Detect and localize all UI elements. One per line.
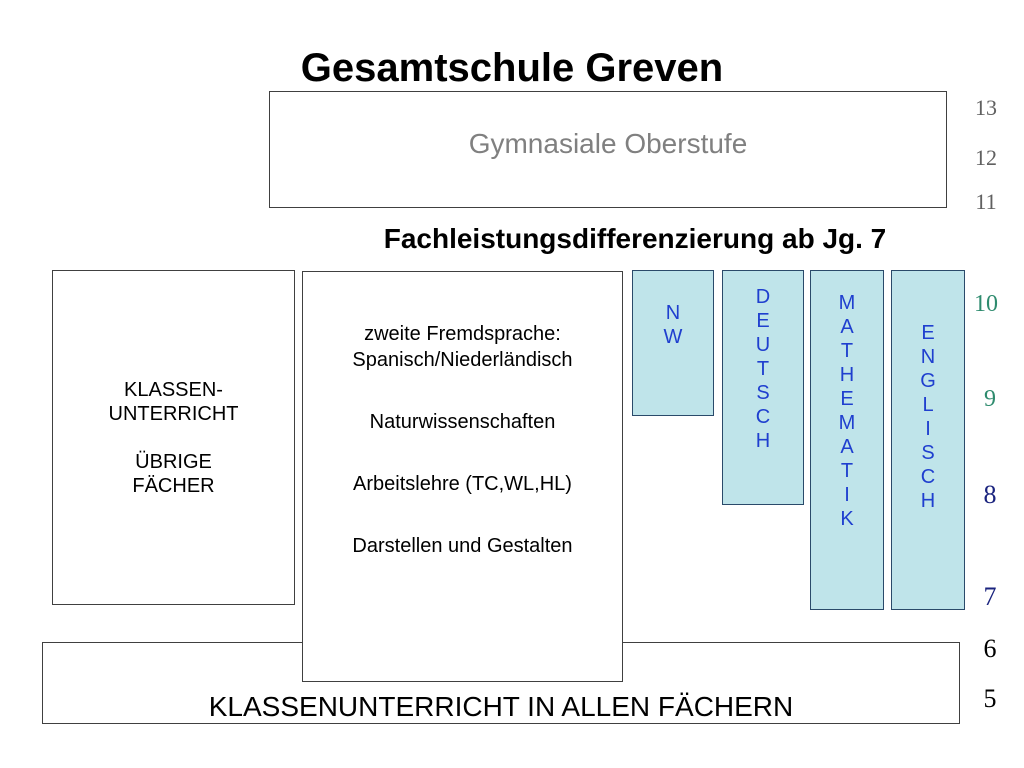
grade-8: 8 <box>983 480 997 509</box>
letter: H <box>920 490 936 512</box>
letter: I <box>844 484 850 506</box>
grade-7: 7 <box>983 582 997 611</box>
letter: L <box>922 394 934 416</box>
grade-9: 9 <box>984 386 996 412</box>
letter: E <box>921 322 935 344</box>
subject-deutsch: D E U T S C H <box>722 270 804 505</box>
wahl-item: Darstellen und Gestalten <box>352 535 573 557</box>
letter: U <box>755 334 771 356</box>
wahlpflicht-box: zweite Fremdsprache: Spanisch/Niederländ… <box>302 271 623 682</box>
letter: T <box>840 460 854 482</box>
subject-mathematik: M A T H E M A T I K <box>810 270 884 610</box>
grade-10: 10 <box>974 291 998 317</box>
klassenunterricht-box: KLASSEN- UNTERRICHT ÜBRIGE FÄCHER <box>52 270 295 605</box>
klassen-line-4: FÄCHER <box>132 474 215 497</box>
letter: H <box>839 364 855 386</box>
subject-englisch: E N G L I S C H <box>891 270 965 610</box>
letter: A <box>840 316 854 338</box>
letter: N <box>920 346 936 368</box>
grade-6: 6 <box>983 634 997 663</box>
letter: A <box>840 436 854 458</box>
letter: C <box>920 466 936 488</box>
grade-12: 12 <box>975 145 997 170</box>
page-title: Gesamtschule Greven <box>300 46 724 90</box>
oberstufe-box: Gymnasiale Oberstufe <box>269 91 947 208</box>
wahl-item: zweite Fremdsprache: <box>364 323 561 345</box>
grade-13: 13 <box>975 95 997 120</box>
letter: D <box>755 286 771 308</box>
letter: T <box>756 358 770 380</box>
wahl-fremdsprache: zweite Fremdsprache: Spanisch/Niederländ… <box>352 321 572 373</box>
grade-11: 11 <box>975 189 997 214</box>
letter: S <box>756 382 770 404</box>
grade-5: 5 <box>983 684 997 713</box>
oberstufe-label: Gymnasiale Oberstufe <box>468 127 748 159</box>
subject-nw: N W <box>632 270 714 416</box>
klassen-line-1: KLASSEN- <box>124 378 223 401</box>
letter: M <box>838 412 856 434</box>
letter: T <box>840 340 854 362</box>
letter: E <box>840 388 854 410</box>
letter: G <box>920 370 936 392</box>
letter: N <box>665 302 681 324</box>
letter: C <box>755 406 771 428</box>
letter: K <box>840 508 854 530</box>
letter: S <box>921 442 935 464</box>
letter: I <box>925 418 931 440</box>
letter: M <box>838 292 856 314</box>
wahl-item: Arbeitslehre (TC,WL,HL) <box>353 473 572 495</box>
subtitle: Fachleistungsdifferenzierung ab Jg. 7 <box>383 223 887 254</box>
letter: H <box>755 430 771 452</box>
letter: E <box>756 310 770 332</box>
klassen-line-3: ÜBRIGE <box>135 450 212 473</box>
klassen-line-2: UNTERRICHT <box>108 402 239 425</box>
bottom-label: KLASSENUNTERRICHT IN ALLEN FÄCHERN <box>208 691 794 722</box>
letter: W <box>663 326 683 348</box>
wahl-item: Naturwissenschaften <box>369 411 556 433</box>
wahl-item: Spanisch/Niederländisch <box>352 349 573 371</box>
